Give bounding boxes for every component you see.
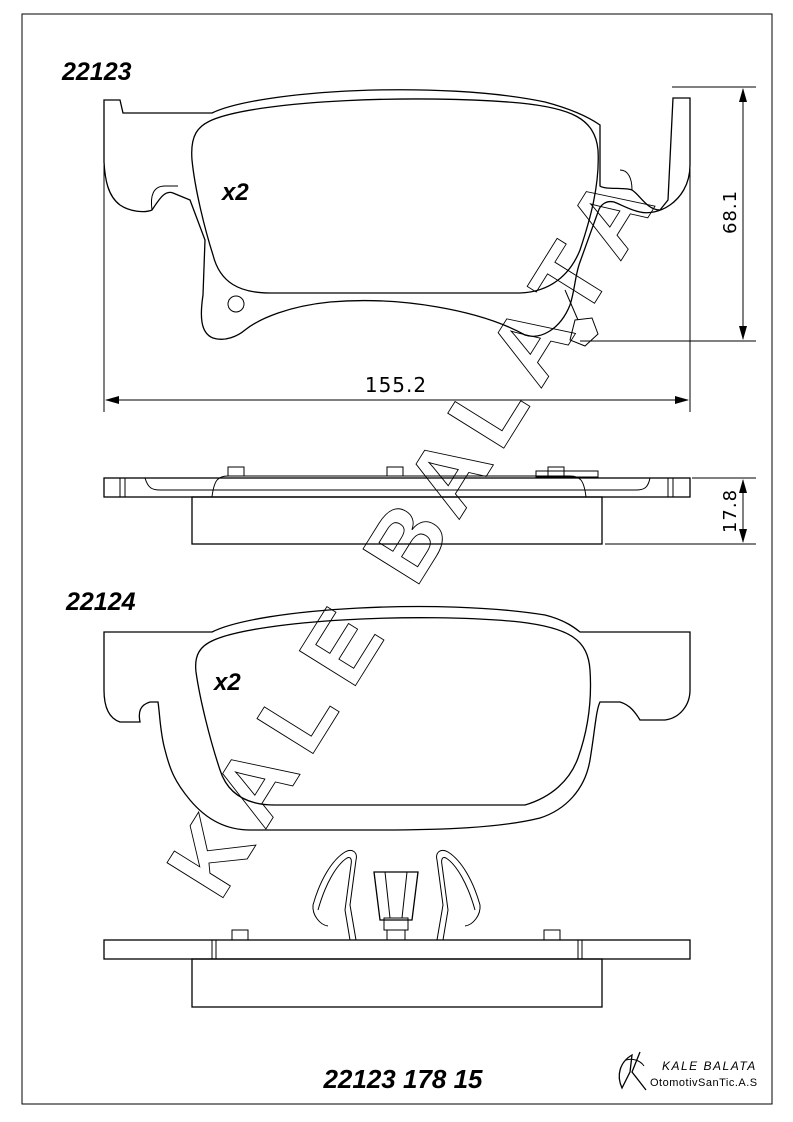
- height-dimension: [580, 86, 756, 342]
- part-b-side-view: [103, 849, 691, 1008]
- brand-name: KALE BALATA: [662, 1059, 757, 1073]
- part-a-side-view: [103, 466, 691, 545]
- width-dimension-value: 155.2: [365, 373, 427, 397]
- brand-company: OtomotivSanTic.A.S: [650, 1077, 758, 1089]
- thickness-dimension: [605, 477, 756, 545]
- height-dimension-value: 68.1: [720, 190, 741, 234]
- footer-part-code: 22123 178 15: [322, 1064, 483, 1094]
- part-b-backplate: [103, 605, 691, 831]
- width-dimension: [103, 165, 691, 412]
- sheet-border: [21, 13, 773, 1105]
- part-b-number: 22124: [65, 588, 136, 616]
- kale-logo-icon: [618, 1051, 647, 1091]
- thickness-dimension-value: 17.8: [720, 489, 741, 533]
- part-a-quantity: x2: [220, 179, 249, 206]
- brand-watermark: K A L E B A L A T A: [146, 158, 674, 915]
- part-b-quantity: x2: [212, 669, 241, 696]
- part-a-backplate: [103, 89, 691, 347]
- part-a-number: 22123: [61, 58, 132, 86]
